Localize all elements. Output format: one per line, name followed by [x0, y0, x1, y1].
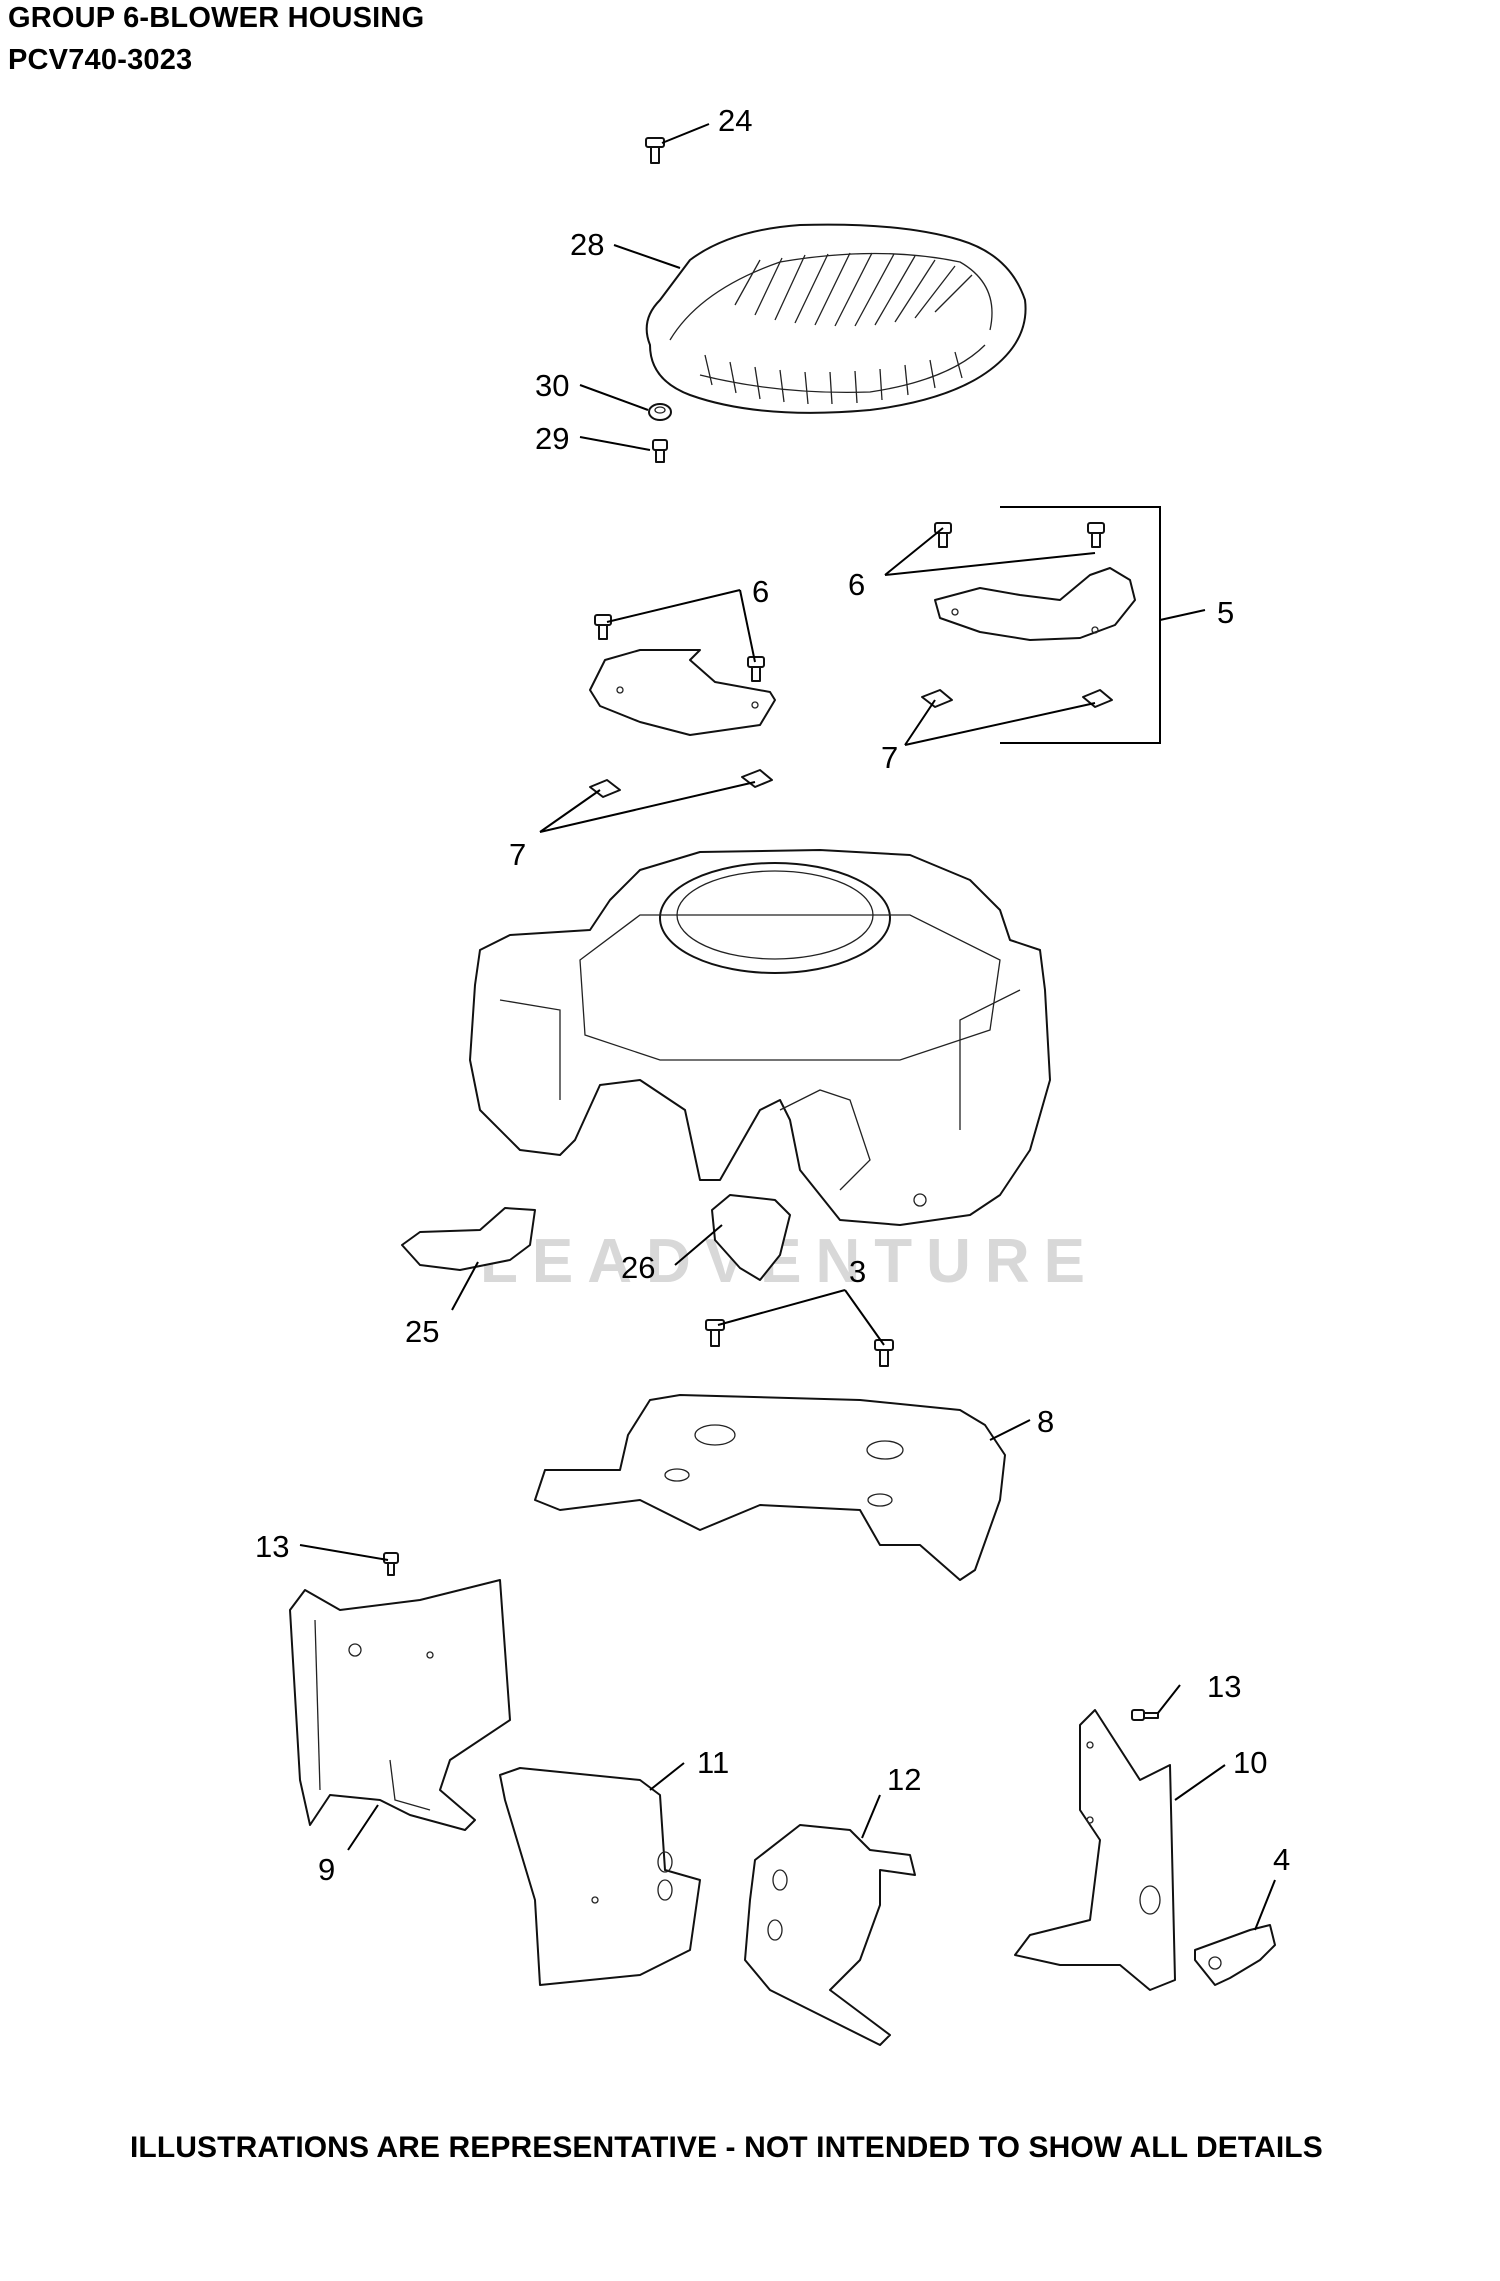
part-9-shroud — [289, 1579, 511, 1831]
callout-30: 30 — [535, 368, 569, 403]
part-7-nut-right — [921, 689, 1113, 708]
callout-13-left: 13 — [255, 1529, 289, 1564]
callout-28: 28 — [570, 227, 604, 262]
leader-lines — [299, 123, 1276, 1931]
part-10-bracket — [1014, 1709, 1176, 1991]
callout-12: 12 — [887, 1762, 921, 1797]
part-13-screw-right — [1131, 1709, 1159, 1721]
callout-10: 10 — [1233, 1745, 1267, 1780]
part-28-grille-screen — [645, 223, 1027, 414]
callout-labels: 24 28 30 29 6 6 5 7 7 26 3 25 8 13 9 11 … — [255, 103, 1290, 1887]
blower-housing — [469, 849, 1051, 1226]
callout-9: 9 — [318, 1852, 335, 1887]
part-3-screw — [705, 1319, 894, 1367]
callout-11: 11 — [697, 1745, 729, 1780]
callout-13-right: 13 — [1207, 1669, 1241, 1704]
part-6-screw-right — [934, 522, 1105, 548]
callout-25: 25 — [405, 1314, 439, 1349]
callout-5: 5 — [1217, 595, 1234, 630]
callout-29: 29 — [535, 421, 569, 456]
callout-3: 3 — [849, 1254, 866, 1289]
part-6-screw-left — [594, 614, 765, 682]
part-8-base-plate — [534, 1394, 1006, 1581]
part-24-screw — [645, 137, 665, 164]
part-baffle-plate-left — [589, 649, 776, 736]
callout-26: 26 — [621, 1250, 655, 1285]
watermark-text: LEADVENTURE — [480, 1227, 1099, 1296]
part-25-deflector — [401, 1207, 536, 1271]
part-4-bracket — [1194, 1924, 1276, 1986]
callout-4: 4 — [1273, 1842, 1290, 1877]
part-11-bracket — [499, 1767, 701, 1986]
part-30-washer — [648, 403, 672, 421]
callout-8: 8 — [1037, 1404, 1054, 1439]
callout-24: 24 — [718, 103, 752, 138]
callout-6-right: 6 — [848, 567, 865, 602]
part-29-stud — [652, 439, 668, 463]
callout-6-left: 6 — [752, 574, 769, 609]
kit-5-bracket — [1000, 506, 1161, 744]
part-13-screw-left — [383, 1552, 399, 1576]
part-5-baffle-plate-right — [934, 567, 1136, 641]
part-12-bracket — [744, 1824, 916, 2046]
page-title: GROUP 6-BLOWER HOUSING — [8, 2, 425, 34]
model-number: PCV740-3023 — [8, 44, 193, 76]
callout-7-right: 7 — [881, 740, 898, 775]
part-26-baffle — [711, 1194, 791, 1281]
callout-7-left: 7 — [509, 837, 526, 872]
disclaimer-text: ILLUSTRATIONS ARE REPRESENTATIVE - NOT I… — [130, 2131, 1323, 2164]
